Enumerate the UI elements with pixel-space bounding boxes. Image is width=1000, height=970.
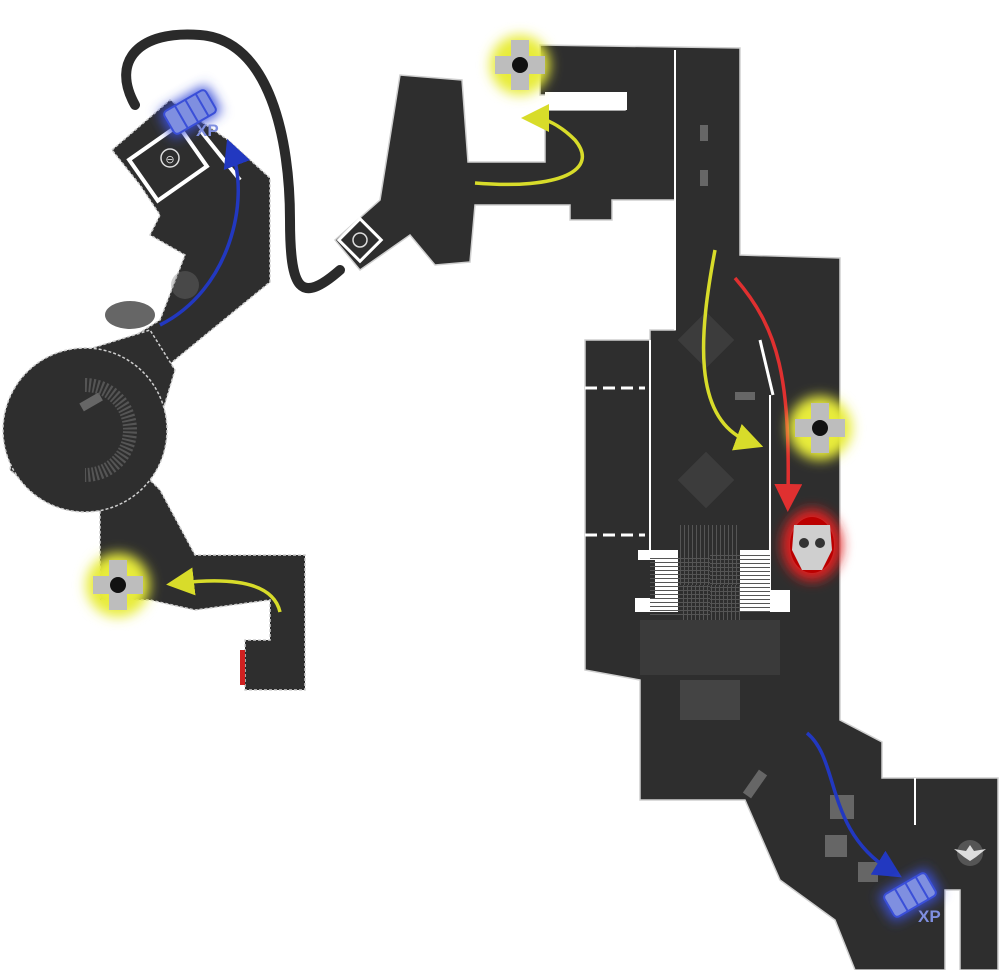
yellow-path-arrow (166, 567, 282, 613)
skull-cross-icon (86, 553, 150, 617)
xp-label: XP (918, 907, 941, 926)
skull-icon (782, 509, 842, 581)
xp-label: XP (196, 121, 219, 140)
left-area-floor (2, 99, 306, 691)
xp-pickup (879, 868, 941, 922)
yellow-path-arrow (701, 249, 764, 451)
skull-watermark-icon (171, 271, 199, 299)
blue-path-arrow (805, 731, 902, 878)
skull-cross-icon (788, 396, 852, 460)
skull-cross-icon (490, 35, 550, 95)
eagle-emblem-icon (954, 840, 986, 866)
right-area-details (545, 50, 916, 882)
svg-text:⊖: ⊖ (165, 153, 174, 166)
blue-path-arrow (159, 138, 251, 327)
diamond-marker-icon: ⊖ (160, 148, 180, 168)
cable-line (121, 29, 345, 294)
yellow-path-arrow (474, 104, 585, 187)
left-area-details (79, 122, 245, 685)
red-path-arrow (733, 276, 803, 512)
xp-pickup (159, 85, 221, 139)
right-area-floor (333, 44, 999, 970)
path-arrows (159, 104, 902, 878)
diamond-marker-icon (336, 216, 384, 264)
